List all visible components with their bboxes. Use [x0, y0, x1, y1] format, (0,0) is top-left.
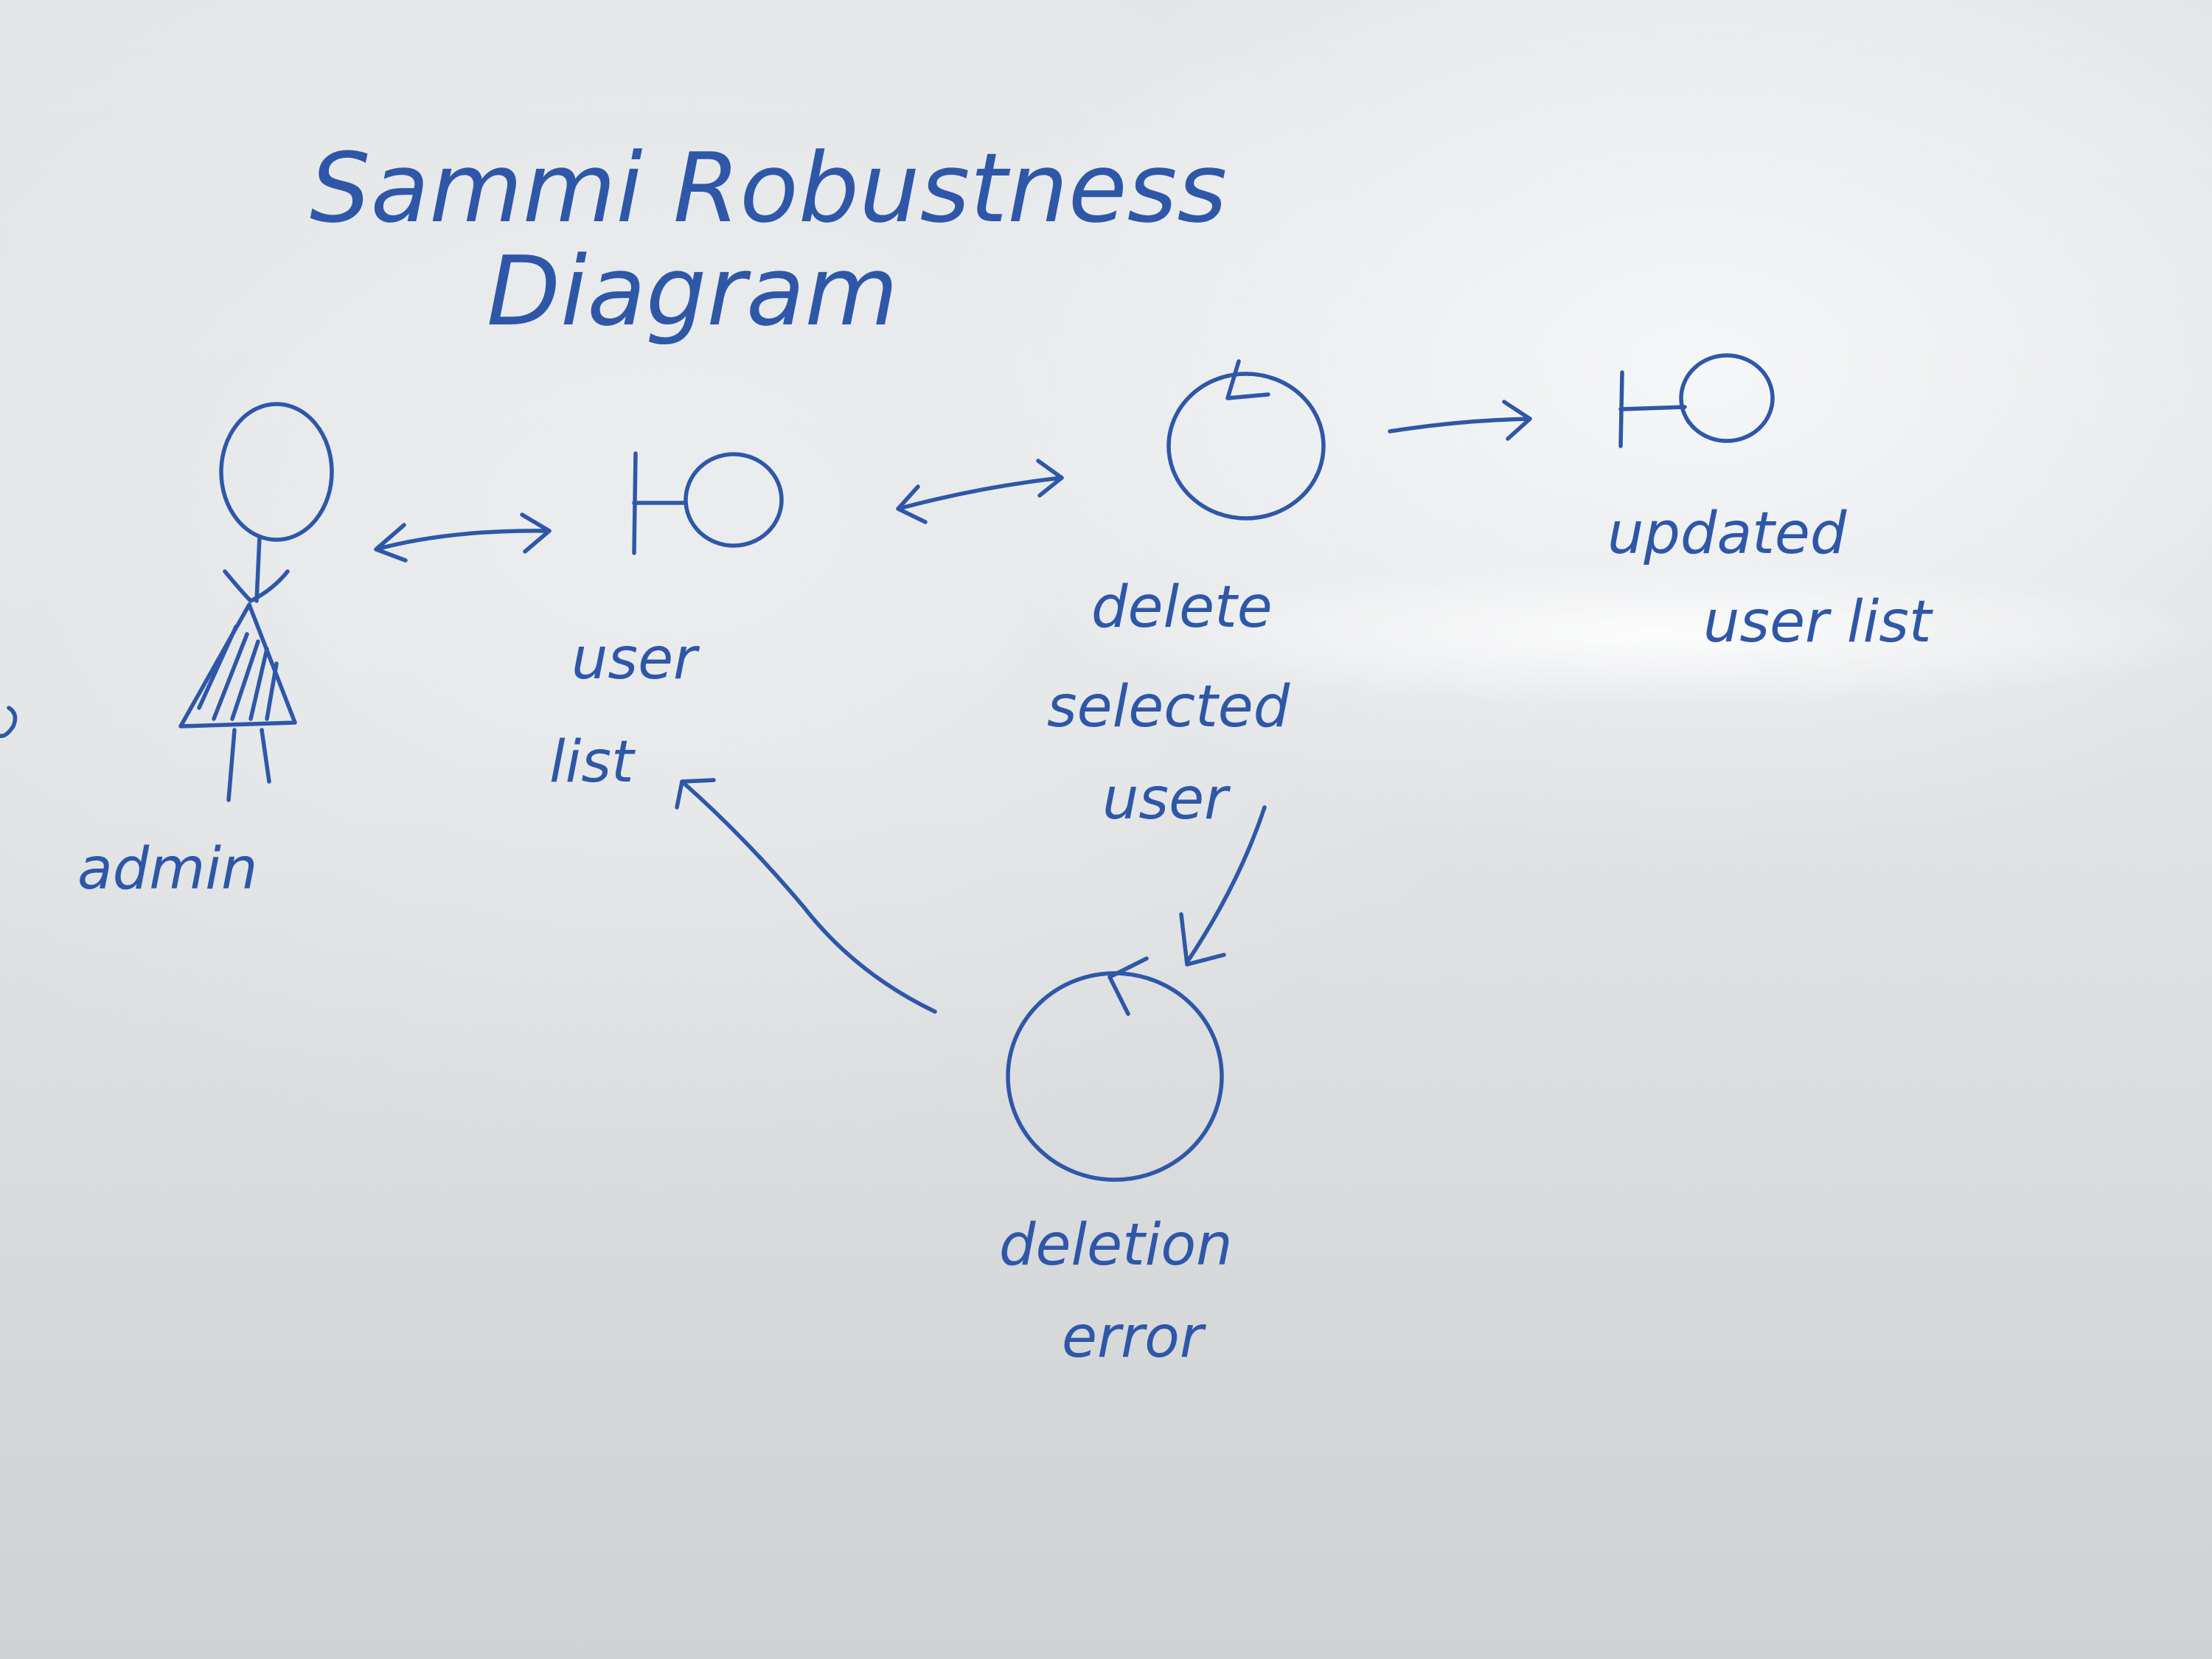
delete-label-line-1: delete	[1091, 574, 1273, 641]
diagram-title-line-1: Sammi Robustness	[310, 132, 1227, 244]
boundary-user-list: user list	[549, 451, 784, 796]
control-deletion-error: deletion error	[999, 956, 1233, 1371]
user-list-label-line-1: user	[571, 626, 700, 692]
edge-user-list-delete	[896, 459, 1064, 524]
updated-label-line-2: user list	[1703, 589, 1933, 655]
stray-ink-mark	[0, 706, 18, 738]
edge-error-to-user-list	[675, 778, 937, 1014]
actor-icon	[178, 402, 334, 802]
actor-admin: admin	[77, 402, 334, 902]
control-icon	[1166, 359, 1326, 521]
updated-label-line-1: updated	[1607, 501, 1847, 567]
diagram-title-line-2: Diagram	[487, 235, 898, 347]
boundary-updated-user-list: updated user list	[1607, 353, 1933, 655]
error-label-line-1: deletion	[999, 1212, 1233, 1279]
user-list-label-line-2: list	[549, 729, 636, 796]
control-delete-selected-user: delete selected user	[1047, 359, 1326, 832]
edge-admin-user-list	[374, 512, 552, 563]
delete-label-line-2: selected	[1047, 674, 1290, 740]
actor-admin-label: admin	[77, 836, 257, 902]
boundary-icon	[632, 451, 784, 555]
delete-label-line-3: user	[1102, 766, 1231, 832]
edge-delete-updated	[1388, 400, 1532, 441]
edge-delete-to-error	[1179, 805, 1267, 967]
control-icon	[1006, 956, 1224, 1182]
boundary-icon	[1618, 353, 1775, 448]
error-label-line-2: error	[1062, 1304, 1207, 1371]
